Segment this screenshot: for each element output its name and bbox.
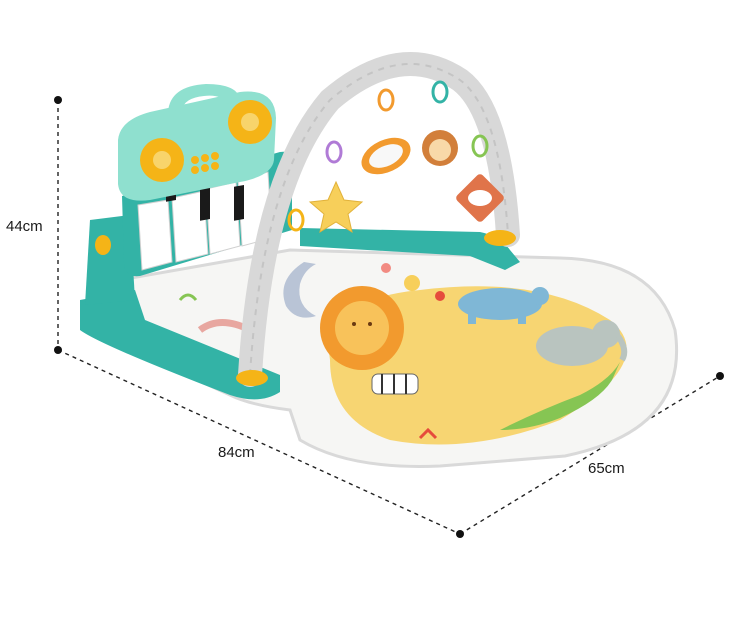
post-button-icon [95,235,111,255]
depth-line [459,375,721,535]
speaker-buttons [191,152,219,174]
width-line [57,349,461,535]
star-toy-icon [308,180,364,234]
piano-keys-icon [137,163,273,271]
arch-base-left [236,370,268,386]
base-frame [80,290,280,400]
hippo-print [458,287,549,324]
dimension-dots [54,96,724,538]
lion-print [320,286,404,370]
height-dimension-label: 44cm [6,218,43,235]
mirror-toy-icon [361,137,411,175]
hedgehog-toy-icon [422,130,458,166]
width-dimension-label: 84cm [218,444,255,461]
hanging-rings [287,80,489,232]
elephant-print [536,320,628,366]
zebra-print [371,373,419,395]
mat-decorations [178,263,445,440]
speaker-handle [168,84,240,112]
cloud-toy-icon [456,174,504,222]
moon-toy-icon [283,262,316,318]
dimension-lines [57,100,721,535]
activity-arch [238,52,520,387]
side-post [85,215,135,305]
base-frame-right [300,228,520,270]
crocodile-print [500,362,620,430]
arch-base-right [484,230,516,246]
depth-dimension-label: 65cm [588,460,625,477]
